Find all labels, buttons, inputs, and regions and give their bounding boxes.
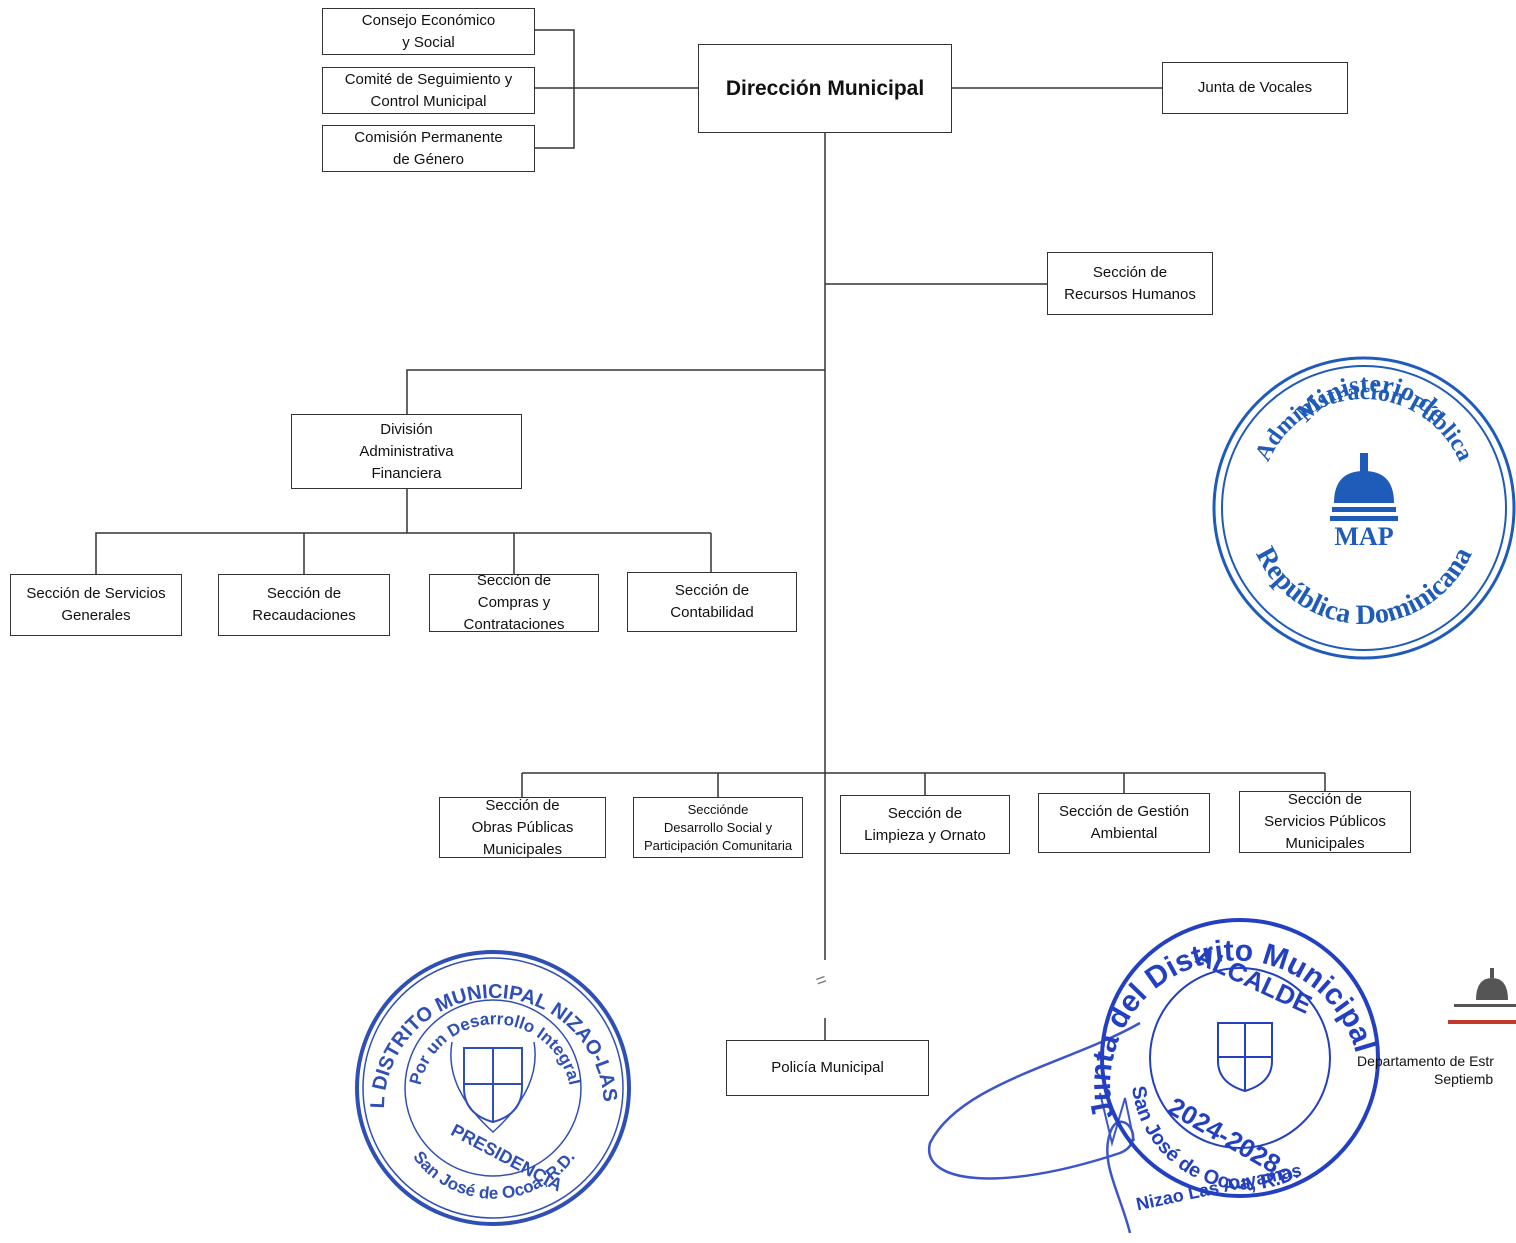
map-seal-bottom-text: República Dominicana <box>1249 542 1478 631</box>
box-junta-de-vocales: Junta de Vocales <box>1162 62 1348 114</box>
box-division-administrativa-financiera: División Administrativa Financiera <box>291 414 522 489</box>
capitol-dome-icon <box>1454 968 1516 1007</box>
box-servicios-generales: Sección de Servicios Generales <box>10 574 182 636</box>
advisory-box-economic-council: Consejo Económico y Social <box>322 8 535 55</box>
box-obras-publicas: Sección de Obras Públicas Municipales <box>439 797 606 858</box>
box-limpieza-ornato: Sección de Limpieza y Ornato <box>840 795 1010 854</box>
svg-text:República Dominicana: República Dominicana <box>1249 542 1478 631</box>
box-recaudaciones: Sección de Recaudaciones <box>218 574 390 636</box>
signature-mark <box>927 1021 1141 1234</box>
box-gestion-ambiental: Sección de Gestión Ambiental <box>1038 793 1210 853</box>
map-seal-mid-text: Administración Pública <box>1250 379 1478 465</box>
box-servicios-publicos: Sección de Servicios Públicos Municipale… <box>1239 791 1411 853</box>
map-seal: Ministerio de Administración Pública Rep… <box>1212 356 1516 660</box>
advisory-box-monitoring-committee: Comité de Seguimiento y Control Municipa… <box>322 67 535 114</box>
box-desarrollo-social: Secciónde Desarrollo Social y Participac… <box>633 797 803 858</box>
alcalde-seal: Junta del Distrito Municipal San José de… <box>927 918 1381 1234</box>
box-compras-contrataciones: Sección de Compras y Contrataciones <box>429 572 599 633</box>
map-seal-logo: MAP <box>1334 522 1393 551</box>
box-recursos-humanos: Sección de Recursos Humanos <box>1047 252 1213 315</box>
box-contabilidad: Sección de Contabilidad <box>627 572 797 632</box>
footer-line-1: Departamento de Estr <box>1357 1053 1494 1069</box>
footer-line-2: Septiemb <box>1434 1071 1494 1087</box>
box-policia-municipal: Policía Municipal <box>726 1040 929 1096</box>
box-direccion-municipal: Dirección Municipal <box>698 44 952 133</box>
footer-text: Departamento de Estr Septiemb <box>1357 1052 1494 1088</box>
advisory-box-gender-commission: Comisión Permanente de Género <box>322 125 535 172</box>
coat-of-arms-icon <box>1217 1022 1273 1093</box>
capitol-dome-icon <box>1330 453 1398 521</box>
coat-of-arms-icon <box>450 1041 536 1134</box>
ministry-logo-partial <box>1448 968 1516 1024</box>
presidencia-seal: JUNTA DEL DISTRITO MUNICIPAL NIZAO-LAS A… <box>354 938 631 1226</box>
svg-text:Administración Pública: Administración Pública <box>1250 379 1478 465</box>
